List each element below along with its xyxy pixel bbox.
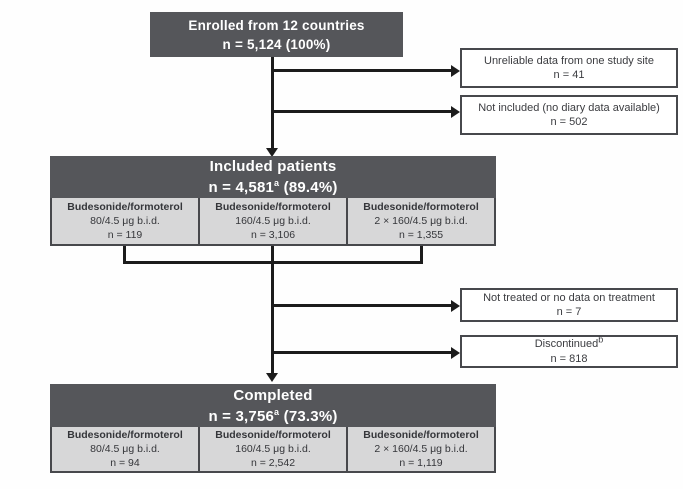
arm-n: n = 119	[107, 229, 143, 241]
arm-drug: Budesonide/formoterol	[67, 201, 183, 213]
arrowhead-into-completed	[266, 373, 278, 382]
exclusion-box-not-treated: Not treated or no data on treatment n = …	[460, 288, 678, 322]
arrowhead-discontinued	[451, 346, 460, 359]
arm-dose: 2 × 160/4.5 μg b.i.d.	[374, 215, 468, 227]
arrowhead-into-included	[266, 148, 278, 157]
included-n-percent: (89.4%)	[279, 179, 338, 196]
included-n-value: n = 4,581	[208, 179, 275, 196]
arm-dose: 160/4.5 μg b.i.d.	[235, 443, 311, 455]
completed-n-superscript: a	[274, 406, 280, 417]
included-n: n = 4,581a (89.4%)	[208, 177, 337, 198]
arm-drug: Budesonide/formoterol	[215, 201, 331, 213]
included-title: Included patients	[209, 158, 337, 175]
completed-title: Completed	[233, 386, 313, 404]
enrolled-box: Enrolled from 12 countries n = 5,124 (10…	[150, 12, 403, 57]
exclusion-box-discontinued: Discontinuedb n = 818	[460, 335, 678, 368]
discontinued-superscript: b	[598, 334, 604, 345]
exclusion-discontinued-n: n = 818	[550, 352, 588, 365]
completed-arm-160: Budesonide/formoterol 160/4.5 μg b.i.d. …	[198, 427, 346, 471]
completed-arm-80: Budesonide/formoterol 80/4.5 μg b.i.d. n…	[52, 427, 198, 471]
completed-header: Completed n = 3,756a (73.3%)	[50, 384, 496, 427]
arm-drug: Budesonide/formoterol	[363, 201, 479, 213]
arm-n: n = 3,106	[250, 229, 296, 241]
connector-enrolled-down	[271, 57, 274, 149]
enrolled-n: n = 5,124 (100%)	[222, 36, 331, 52]
exclusion-unreliable-text: Unreliable data from one study site	[484, 54, 654, 67]
arm-n: n = 2,542	[250, 457, 296, 469]
exclusion-discontinued-text: Discontinuedb	[534, 334, 604, 352]
arm-dose: 80/4.5 μg b.i.d.	[90, 443, 160, 455]
connector-arm3-drop	[420, 246, 423, 264]
completed-arm-2x160: Budesonide/formoterol 2 × 160/4.5 μg b.i…	[346, 427, 494, 471]
included-arm-2x160: Budesonide/formoterol 2 × 160/4.5 μg b.i…	[346, 198, 494, 244]
completed-n-percent: (73.3%)	[279, 407, 338, 425]
completed-n-value: n = 3,756	[208, 407, 275, 425]
completed-n: n = 3,756a (73.3%)	[208, 406, 337, 427]
connector-to-discontinued	[272, 351, 452, 354]
exclusion-box-unreliable: Unreliable data from one study site n = …	[460, 48, 678, 88]
arm-drug: Budesonide/formoterol	[67, 429, 183, 441]
exclusion-no-diary-n: n = 502	[550, 116, 588, 128]
completed-arms-row: Budesonide/formoterol 80/4.5 μg b.i.d. n…	[50, 427, 496, 473]
discontinued-label: Discontinued	[534, 338, 599, 350]
arm-dose: 80/4.5 μg b.i.d.	[90, 215, 160, 227]
included-arm-80: Budesonide/formoterol 80/4.5 μg b.i.d. n…	[52, 198, 198, 244]
exclusion-not-treated-n: n = 7	[556, 306, 582, 318]
included-arm-160: Budesonide/formoterol 160/4.5 μg b.i.d. …	[198, 198, 346, 244]
exclusion-not-treated-text: Not treated or no data on treatment	[483, 291, 655, 304]
connector-arm1-drop	[123, 246, 126, 264]
arm-drug: Budesonide/formoterol	[215, 429, 331, 441]
arrowhead-not-treated	[451, 299, 460, 312]
included-header: Included patients n = 4,581a (89.4%)	[50, 156, 496, 198]
included-arms-row: Budesonide/formoterol 80/4.5 μg b.i.d. n…	[50, 198, 496, 246]
exclusion-box-no-diary: Not included (no diary data available) n…	[460, 95, 678, 135]
arm-drug: Budesonide/formoterol	[363, 429, 479, 441]
connector-to-not-treated	[272, 304, 452, 307]
arm-n: n = 94	[110, 457, 140, 469]
exclusion-unreliable-n: n = 41	[553, 69, 585, 81]
connector-arm2-drop	[271, 246, 274, 264]
arrowhead-not-included	[451, 105, 460, 118]
connector-included-down	[271, 261, 274, 374]
arm-n: n = 1,355	[398, 229, 444, 241]
exclusion-no-diary-text: Not included (no diary data available)	[478, 101, 660, 114]
arrowhead-unreliable	[451, 64, 460, 77]
included-n-superscript: a	[274, 178, 280, 188]
arm-n: n = 1,119	[399, 457, 443, 469]
connector-to-not-included	[272, 110, 452, 113]
arm-dose: 160/4.5 μg b.i.d.	[235, 215, 311, 227]
enrolled-title: Enrolled from 12 countries	[188, 17, 365, 33]
connector-to-unreliable	[272, 69, 452, 72]
arm-dose: 2 × 160/4.5 μg b.i.d.	[374, 443, 468, 455]
